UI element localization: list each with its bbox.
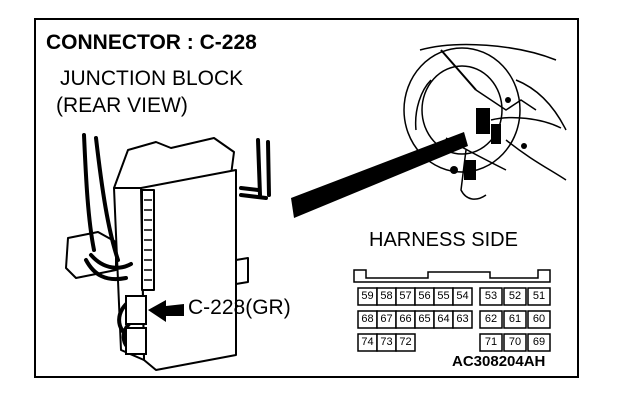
junction-block-label: JUNCTION BLOCK <box>60 67 244 90</box>
pin-label: 65 <box>418 313 431 325</box>
connector-title: CONNECTOR : C-228 <box>46 31 257 54</box>
pin-label: 68 <box>361 313 374 325</box>
pin-label: 60 <box>532 313 546 325</box>
callout-wedge <box>291 132 468 218</box>
pin-label: 53 <box>484 290 498 302</box>
pin-label: 66 <box>399 313 412 325</box>
rear-view-label: (REAR VIEW) <box>56 94 188 117</box>
diagram-frame: CONNECTOR : C-228 JUNCTION BLOCK (REAR V… <box>34 18 579 378</box>
pin-label: 59 <box>361 290 374 302</box>
c228-connector-shape <box>125 295 147 355</box>
pointer-arrow <box>148 300 184 322</box>
pin-label: 51 <box>532 290 546 302</box>
pin-label: 63 <box>456 313 469 325</box>
diagram-drawing <box>65 43 567 371</box>
pin-label: 62 <box>484 313 498 325</box>
pin-label: 71 <box>484 336 498 348</box>
pin-label: 55 <box>437 290 450 302</box>
pin-label: 70 <box>508 336 522 348</box>
connector-face-outline <box>353 269 551 283</box>
connector-callout-label: C-228(GR) <box>188 296 291 319</box>
connector-pin-grid <box>357 287 551 352</box>
pin-label: 57 <box>399 290 412 302</box>
connector-pin-labels: 59 58 57 56 55 54 53 52 51 68 67 66 65 6… <box>36 20 581 380</box>
pin-label: 73 <box>380 336 393 348</box>
pin-label: 56 <box>418 290 431 302</box>
pin-label: 54 <box>456 290 469 302</box>
pin-label: 69 <box>532 336 546 348</box>
dashboard-illustration <box>403 43 567 200</box>
pin-label: 67 <box>380 313 393 325</box>
dashboard-detail <box>450 97 527 180</box>
pin-label: 74 <box>361 336 374 348</box>
pin-label: 58 <box>380 290 393 302</box>
pin-label: 64 <box>437 313 450 325</box>
figure-code: AC308204AH <box>452 353 546 370</box>
harness-side-label: HARNESS SIDE <box>369 229 518 251</box>
pin-label: 61 <box>508 313 522 325</box>
pin-label: 52 <box>508 290 522 302</box>
pin-label: 72 <box>399 336 412 348</box>
connector-strip-slots <box>144 199 152 281</box>
